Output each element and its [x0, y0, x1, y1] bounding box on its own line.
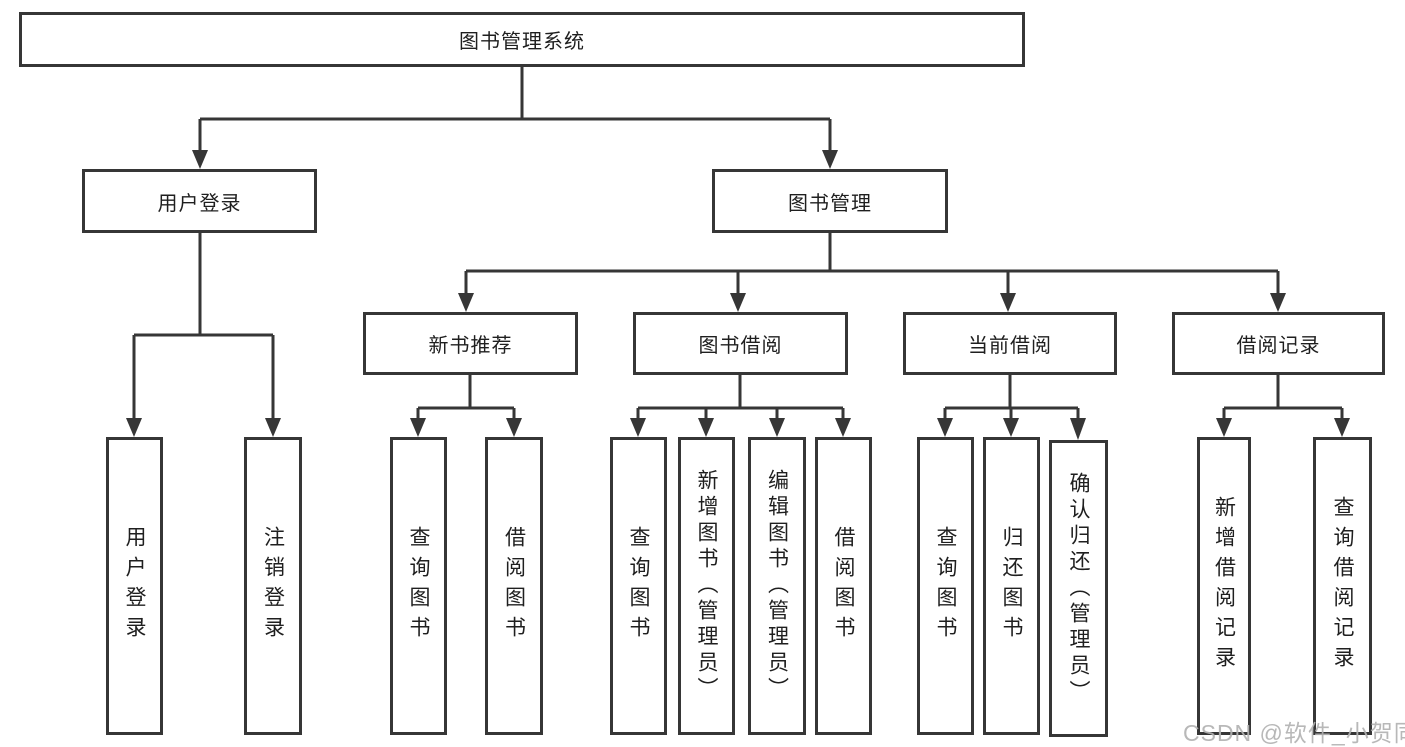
node-book-management-label: 图书管理: [788, 192, 872, 215]
leaf-record-add-label: 新增借阅记录: [1212, 496, 1236, 676]
node-current-borrow: 当前借阅: [903, 312, 1117, 375]
node-current-borrow-label: 当前借阅: [968, 335, 1052, 357]
leaf-borrow-edit-books-admin: 编辑图书（管理员）: [748, 437, 806, 735]
leaf-current-query-books: 查询图书: [917, 437, 974, 735]
leaf-borrow-borrow-books-label: 借阅图书: [832, 526, 855, 646]
leaf-newbook-query-books-label: 查询图书: [407, 526, 430, 646]
csdn-watermark: CSDN @软件_小贺同学: [1183, 720, 1405, 746]
node-book-borrow-label: 图书借阅: [698, 335, 783, 357]
arrowheads: [126, 150, 1350, 440]
tree-edges: [132, 67, 1344, 420]
leaf-borrow-edit-books-admin-label: 编辑图书（管理员）: [765, 469, 789, 703]
leaf-logout: 注销登录: [244, 437, 302, 735]
node-user-login: 用户登录: [82, 169, 317, 233]
leaf-borrow-query-books: 查询图书: [610, 437, 667, 735]
node-new-book-recommend: 新书推荐: [363, 312, 578, 375]
leaf-borrow-add-books-admin: 新增图书（管理员）: [678, 437, 735, 735]
node-new-book-label: 新书推荐: [428, 335, 513, 357]
node-book-management: 图书管理: [712, 169, 948, 233]
leaf-current-return-books: 归还图书: [983, 437, 1040, 735]
leaf-current-confirm-return-admin-label: 确认归还（管理员）: [1067, 471, 1090, 706]
leaf-newbook-query-books: 查询图书: [390, 437, 447, 735]
leaf-current-return-books-label: 归还图书: [1000, 526, 1023, 646]
leaf-borrow-add-books-admin-label: 新增图书（管理员）: [695, 469, 718, 703]
leaf-record-query-label: 查询借阅记录: [1331, 496, 1354, 676]
leaf-newbook-borrow-books: 借阅图书: [485, 437, 543, 735]
node-borrow-record: 借阅记录: [1172, 312, 1385, 375]
leaf-user-login-label: 用户登录: [123, 526, 146, 646]
leaf-borrow-borrow-books: 借阅图书: [815, 437, 872, 735]
leaf-user-login: 用户登录: [106, 437, 163, 735]
leaf-newbook-borrow-books-label: 借阅图书: [502, 526, 526, 646]
leaf-borrow-query-books-label: 查询图书: [627, 526, 650, 646]
leaf-logout-label: 注销登录: [261, 526, 285, 646]
leaf-current-confirm-return-admin: 确认归还（管理员）: [1049, 440, 1108, 737]
node-user-login-label: 用户登录: [157, 192, 242, 215]
node-root-system: 图书管理系统: [19, 12, 1025, 67]
leaf-current-query-books-label: 查询图书: [934, 526, 957, 646]
leaf-record-query: 查询借阅记录: [1313, 437, 1372, 735]
leaf-record-add: 新增借阅记录: [1197, 437, 1251, 735]
node-book-borrow: 图书借阅: [633, 312, 848, 375]
node-borrow-record-label: 借阅记录: [1236, 335, 1321, 357]
node-root-label: 图书管理系统: [459, 31, 585, 53]
